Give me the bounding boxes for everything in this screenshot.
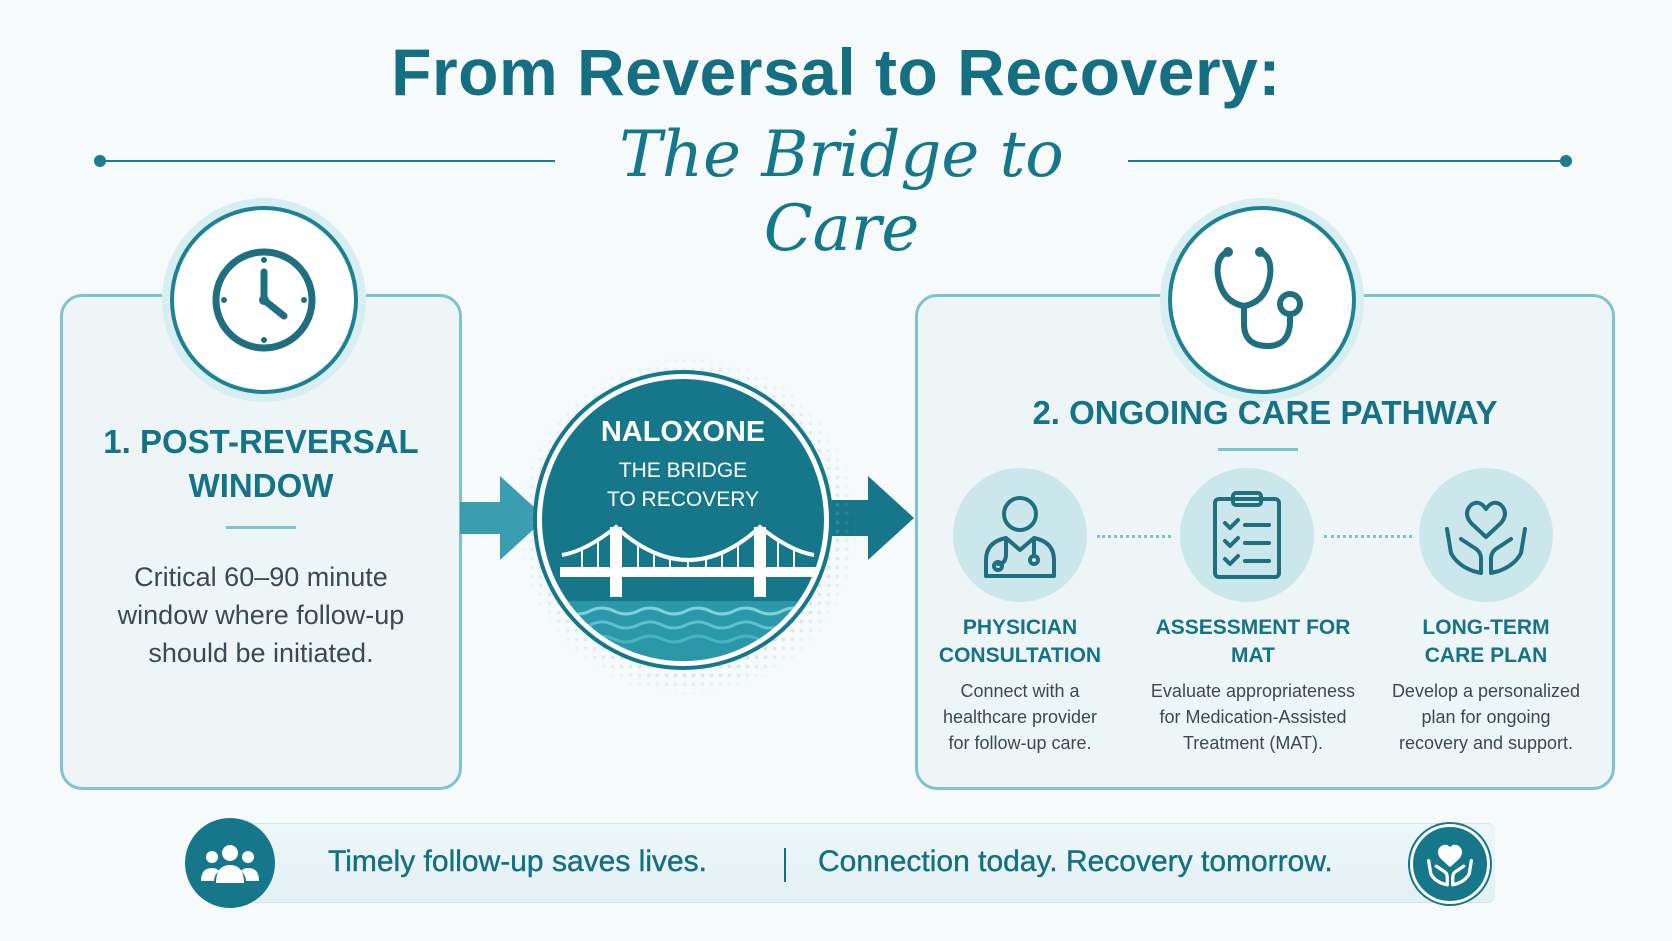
physician-circle: [953, 468, 1087, 602]
naloxone-heading: NALOXONE: [600, 416, 766, 448]
rule-dot-right: [1560, 155, 1572, 167]
care-plan-circle: [1419, 468, 1553, 602]
people-badge: [185, 818, 275, 908]
assessment-circle: [1180, 468, 1314, 602]
step-title-care-plan: LONG-TERM CARE PLAN: [1381, 614, 1591, 670]
step-title-line2: CONSULTATION: [938, 644, 1102, 667]
step-title-line2: CARE PLAN: [1424, 644, 1548, 667]
ongoing-care-title: 2. ONGOING CARE PATHWAY: [1032, 394, 1498, 431]
step-title-line1: ASSESSMENT FOR: [1155, 616, 1351, 639]
bridge-icon: [542, 524, 824, 661]
clock-badge: [170, 206, 358, 394]
step-desc-assessment: Evaluate appropriateness for Medication-…: [1142, 678, 1364, 756]
post-reversal-body: Critical 60–90 minute window where follo…: [117, 562, 405, 668]
physician-icon: [984, 496, 1056, 578]
step-desc-line3: recovery and support.: [1398, 733, 1574, 753]
step-desc-care-plan: Develop a personalized plan for ongoing …: [1381, 678, 1591, 756]
page-subtitle: The Bridge to Care: [619, 118, 1064, 266]
step-desc-line2: for Medication-Assisted: [1159, 707, 1347, 727]
clipboard-icon: [1213, 491, 1281, 579]
heart-hands-icon: [1427, 844, 1473, 887]
step-desc-line1: Connect with a: [960, 681, 1080, 701]
step-title-line1: LONG-TERM: [1422, 616, 1550, 639]
clock-icon: [212, 248, 316, 352]
step-desc-line3: Treatment (MAT).: [1182, 733, 1323, 753]
people-icon: [201, 845, 259, 883]
page-title: From Reversal to Recovery:: [391, 35, 1281, 109]
step-desc-line1: Evaluate appropriateness: [1150, 681, 1356, 701]
naloxone-sub-line2: TO RECOVERY: [606, 488, 760, 511]
step-desc-line2: healthcare provider: [942, 707, 1098, 727]
step-connector-2: [1324, 535, 1412, 538]
banner-message-1: Timely follow-up saves lives.: [328, 845, 707, 878]
post-reversal-title-line1: 1. POST-REVERSAL: [103, 423, 419, 460]
step-title-physician: PHYSICIAN CONSULTATION: [915, 614, 1125, 670]
rule-right: [1128, 160, 1566, 162]
banner-message-2: Connection today. Recovery tomorrow.: [818, 845, 1333, 878]
naloxone-subheading: THE BRIDGE TO RECOVERY: [537, 456, 829, 514]
naloxone-circle: [537, 374, 829, 666]
banner-separator: [784, 848, 786, 882]
arrow-right-right-icon: [822, 476, 914, 560]
step-connector-1: [1097, 535, 1171, 538]
stethoscope-icon: [1214, 247, 1303, 350]
heart-hands-icon: [1445, 500, 1527, 575]
post-reversal-title: 1. POST-REVERSAL WINDOW: [60, 420, 462, 508]
step-desc-line3: for follow-up care.: [948, 733, 1092, 753]
rule-left: [100, 160, 555, 162]
arrow-right-left-icon: [460, 476, 546, 560]
step-desc-physician: Connect with a healthcare provider for f…: [915, 678, 1125, 756]
left-divider: [226, 526, 296, 529]
stethoscope-badge: [1168, 206, 1356, 394]
step-title-line1: PHYSICIAN: [962, 616, 1078, 639]
step-title-line2: MAT: [1231, 644, 1275, 667]
naloxone-sub-line1: THE BRIDGE: [618, 459, 748, 482]
bottom-banner: [235, 823, 1495, 903]
subtitle-row: The Bridge to Care: [0, 118, 1672, 266]
right-divider: [1218, 448, 1298, 451]
step-desc-line1: Develop a personalized: [1391, 681, 1581, 701]
step-desc-line2: plan for ongoing: [1421, 707, 1551, 727]
post-reversal-title-line2: WINDOW: [188, 467, 334, 504]
heart-hands-badge: [1410, 824, 1490, 904]
step-title-assessment: ASSESSMENT FOR MAT: [1142, 614, 1364, 670]
